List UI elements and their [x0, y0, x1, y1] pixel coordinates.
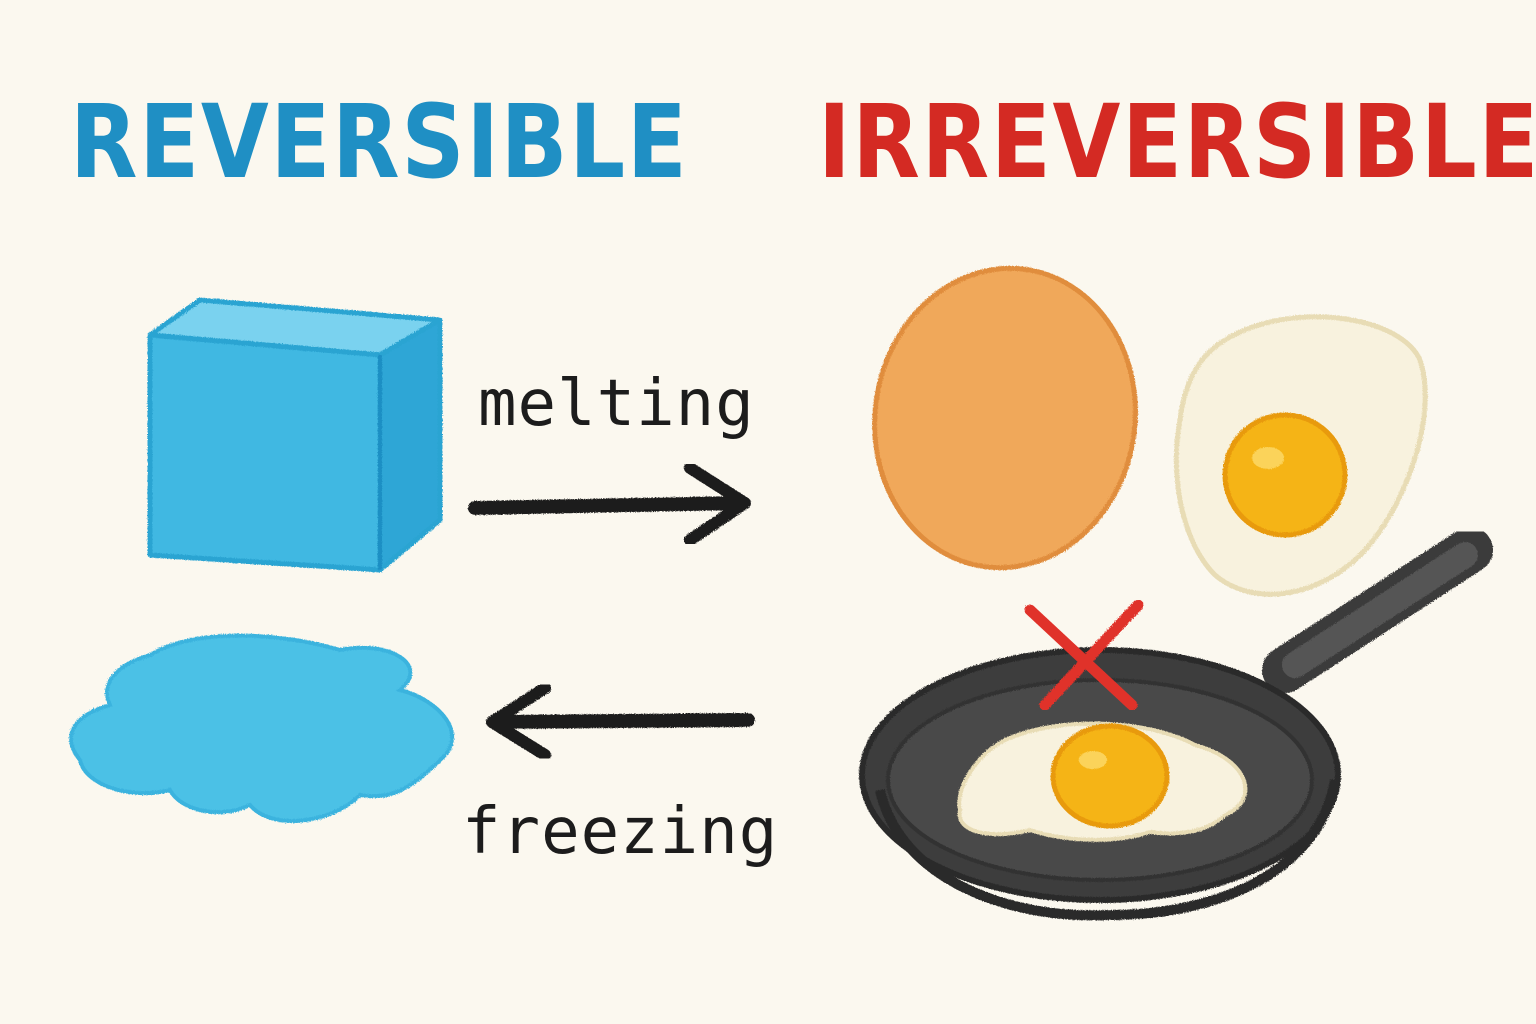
water-puddle-icon: [69, 633, 455, 823]
cross-icon: [1024, 599, 1144, 711]
fried-egg-icon: [1173, 314, 1428, 597]
ice-cube-icon: [147, 297, 443, 573]
reversible-heading: REVERSIBLE: [70, 83, 689, 202]
fried-egg-icon: [957, 721, 1248, 842]
arrow-right-icon: [468, 462, 751, 546]
arrow-left-icon: [486, 682, 755, 761]
irreversible-heading: IRREVERSIBLE: [818, 83, 1536, 202]
freezing-label: freezing: [462, 795, 779, 869]
melting-label: melting: [478, 367, 755, 441]
raw-egg-icon: [872, 265, 1138, 571]
